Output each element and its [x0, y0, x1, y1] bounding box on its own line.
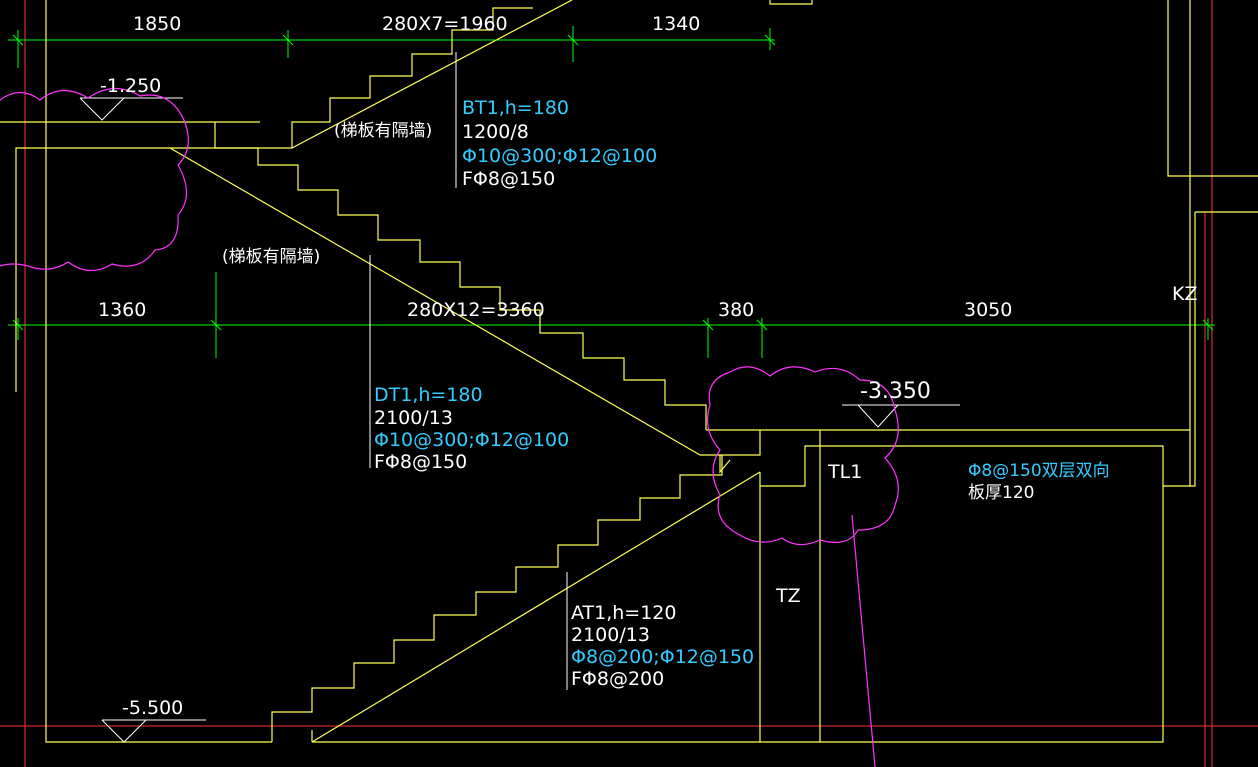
bt1-size: 1200/8	[462, 121, 529, 143]
dt1-size: 2100/13	[374, 407, 453, 429]
bt1-dist: FΦ8@150	[462, 168, 555, 190]
at1-rebar: Φ8@200;Φ12@150	[571, 646, 754, 668]
elevation-labels: -1.250 -3.350 -5.500	[100, 75, 931, 719]
wall-notes: (梯板有隔墙) (梯板有隔墙)	[222, 121, 432, 267]
label-tz: TZ	[775, 585, 801, 607]
revision-clouds	[0, 87, 899, 767]
dim-mid-3050: 3050	[964, 299, 1012, 321]
at1-annotation: AT1,h=120 2100/13 Φ8@200;Φ12@150 FΦ8@200	[571, 602, 754, 690]
label-tl1: TL1	[827, 461, 862, 483]
dt1-rebar: Φ10@300;Φ12@100	[374, 429, 569, 451]
wall-note-upper: (梯板有隔墙)	[334, 121, 432, 141]
elevation-upper: -1.250	[100, 75, 161, 97]
elevation-lower: -5.500	[122, 697, 183, 719]
dim-mid-380: 380	[718, 299, 754, 321]
dimension-labels-top: 1850 280X7=1960 1340	[133, 13, 700, 35]
dt1-annotation: DT1,h=180 2100/13 Φ10@300;Φ12@100 FΦ8@15…	[374, 384, 569, 473]
at1-name: AT1,h=120	[571, 602, 676, 624]
bt1-annotation: BT1,h=180 1200/8 Φ10@300;Φ12@100 FΦ8@150	[462, 97, 657, 190]
dt1-dist: FΦ8@150	[374, 451, 467, 473]
label-kz: KZ	[1172, 283, 1197, 305]
dim-top-1340: 1340	[652, 13, 700, 35]
at1-size: 2100/13	[571, 624, 650, 646]
stair-structure	[0, 0, 1258, 743]
slab-rebar: Φ8@150双层双向	[968, 461, 1110, 481]
dim-top-1960: 280X7=1960	[382, 13, 508, 35]
elevation-middle: -3.350	[860, 379, 931, 404]
dt1-name: DT1,h=180	[374, 384, 483, 406]
bt1-rebar: Φ10@300;Φ12@100	[462, 145, 657, 167]
dim-mid-1360: 1360	[98, 299, 146, 321]
annotation-leaders	[79, 52, 960, 743]
wall-note-lower: (梯板有隔墙)	[222, 247, 320, 267]
dim-mid-3360: 280X12=3360	[407, 299, 545, 321]
member-labels: TL1 TZ KZ	[775, 283, 1197, 607]
slab-thickness: 板厚120	[968, 483, 1034, 503]
dimension-labels-mid: 1360 280X12=3360 380 3050	[98, 299, 1012, 321]
slab-annotation: Φ8@150双层双向 板厚120	[968, 461, 1110, 503]
dimension-lines	[8, 26, 1215, 358]
dim-top-1850: 1850	[133, 13, 181, 35]
bt1-name: BT1,h=180	[462, 97, 569, 119]
at1-dist: FΦ8@200	[571, 668, 664, 690]
